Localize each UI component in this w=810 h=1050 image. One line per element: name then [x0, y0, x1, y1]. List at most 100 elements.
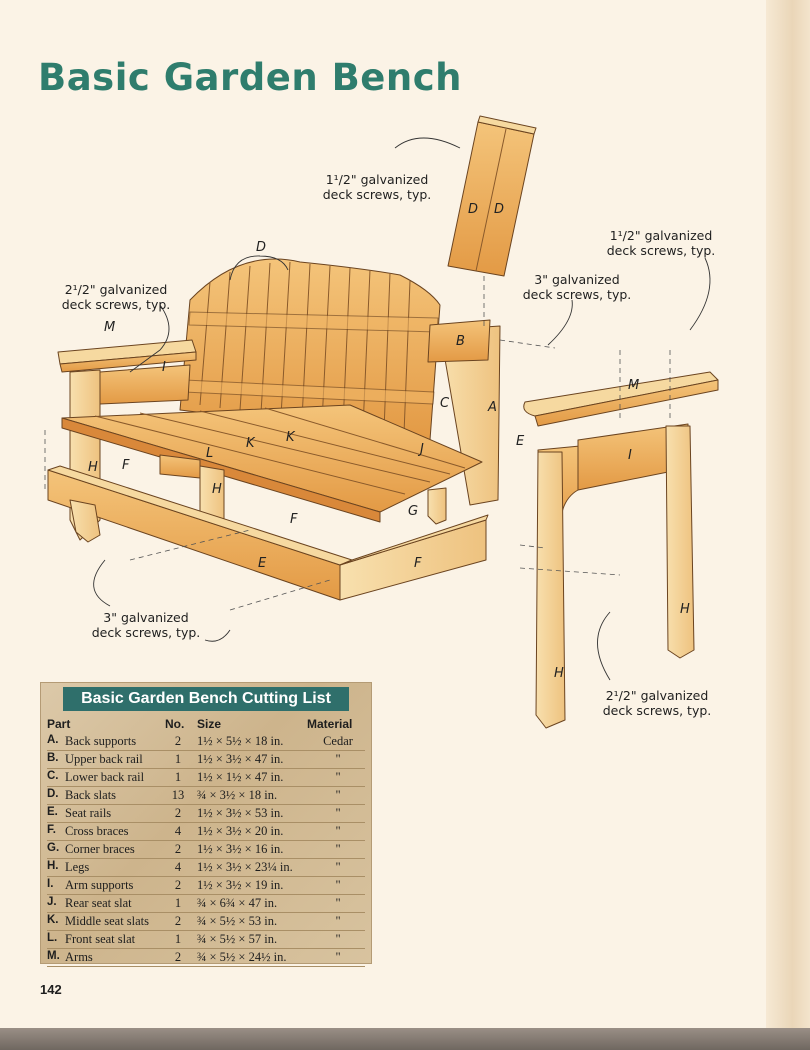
part-name: Back slats	[65, 788, 117, 802]
part-label: K	[246, 436, 255, 451]
part-material: "	[335, 932, 341, 946]
part-label: H	[680, 602, 690, 617]
table-row: A. Back supports 2 1½ × 5½ × 18 in. Cedar	[47, 733, 365, 751]
table-row: J. Rear seat slat 1 ¾ × 6¾ × 47 in. "	[47, 895, 365, 913]
part-label: B	[456, 334, 465, 349]
part-size: 1½ × 3½ × 19 in.	[197, 878, 284, 892]
table-row: E. Seat rails 2 1½ × 3½ × 53 in. "	[47, 805, 365, 823]
part-name: Rear seat slat	[65, 896, 132, 910]
part-size: 1½ × 5½ × 18 in.	[197, 734, 284, 748]
part-size: ¾ × 3½ × 18 in.	[197, 788, 278, 802]
part-size: 1½ × 3½ × 23¼ in.	[197, 860, 293, 874]
part-label: F	[290, 512, 298, 527]
part-size: 1½ × 3½ × 53 in.	[197, 806, 284, 820]
part-quantity: 2	[174, 914, 182, 928]
part-label: M	[628, 378, 640, 393]
part-quantity: 2	[174, 950, 182, 964]
part-material: Cedar	[323, 734, 353, 748]
part-label: L	[206, 446, 214, 461]
part-letter: A.	[47, 734, 59, 746]
part-size: 1½ × 3½ × 16 in.	[197, 842, 284, 856]
back-slat-detail	[447, 115, 537, 277]
part-name: Middle seat slats	[65, 914, 150, 928]
part-label: E	[516, 434, 525, 449]
part-letter: M.	[47, 950, 60, 962]
part-letter: E.	[47, 806, 58, 818]
part-size: 1½ × 3½ × 47 in.	[197, 752, 284, 766]
cutting-list-title: Basic Garden Bench Cutting List	[63, 687, 349, 711]
part-letter: F.	[47, 824, 56, 836]
part-name: Back supports	[65, 734, 137, 748]
part-quantity: 2	[174, 806, 182, 820]
part-quantity: 1	[174, 896, 182, 910]
header-part: Part	[47, 717, 71, 731]
part-quantity: 2	[174, 842, 182, 856]
part-quantity: 4	[174, 824, 182, 838]
part-name: Seat rails	[65, 806, 112, 820]
part-label: F	[122, 458, 130, 473]
header-no: No.	[165, 717, 185, 731]
part-quantity: 2	[174, 734, 182, 748]
part-name: Lower back rail	[65, 770, 145, 784]
part-material: "	[335, 788, 341, 802]
part-name: Corner braces	[65, 842, 135, 856]
part-name: Cross braces	[65, 824, 129, 838]
part-size: ¾ × 5½ × 53 in.	[197, 914, 278, 928]
part-size: ¾ × 5½ × 24½ in.	[197, 950, 287, 964]
right-arm-assembly	[523, 371, 719, 729]
part-label: A	[488, 400, 497, 415]
part-size: ¾ × 5½ × 57 in.	[197, 932, 278, 946]
part-material: "	[335, 806, 341, 820]
part-letter: J.	[47, 896, 57, 908]
part-label: H	[88, 460, 98, 475]
part-letter: L.	[47, 932, 58, 944]
part-label: E	[258, 556, 267, 571]
part-name: Arm supports	[65, 878, 134, 892]
part-material: "	[335, 824, 341, 838]
page-gutter-edge	[766, 0, 810, 1050]
part-material: "	[335, 770, 341, 784]
part-size: 1½ × 1½ × 47 in.	[197, 770, 284, 784]
part-material: "	[335, 752, 341, 766]
part-material: "	[335, 878, 341, 892]
part-name: Front seat slat	[65, 932, 136, 946]
part-name: Legs	[65, 860, 90, 874]
part-label: G	[408, 504, 419, 519]
part-quantity: 13	[171, 788, 185, 802]
part-size: ¾ × 6¾ × 47 in.	[197, 896, 278, 910]
part-label: H	[212, 482, 222, 497]
part-label: J	[420, 442, 424, 457]
page-number: 142	[40, 982, 62, 997]
part-label: I	[628, 448, 632, 463]
bench-back	[179, 258, 441, 441]
seat-rail-front	[47, 465, 489, 601]
part-letter: D.	[47, 788, 59, 800]
part-letter: H.	[47, 860, 59, 872]
part-label: H	[554, 666, 564, 681]
page-title: Basic Garden Bench	[38, 56, 462, 99]
part-label: D	[256, 240, 267, 255]
part-quantity: 1	[174, 752, 182, 766]
part-letter: B.	[47, 752, 59, 764]
part-label: D	[468, 202, 479, 217]
part-label: F	[414, 556, 422, 571]
part-label: K	[286, 430, 295, 445]
part-letter: G.	[47, 842, 60, 854]
part-material: "	[335, 914, 341, 928]
part-label: I	[162, 360, 166, 375]
back-support-and-rail	[427, 319, 501, 506]
part-material: "	[335, 896, 341, 910]
part-quantity: 4	[174, 860, 182, 874]
scan-bottom-border	[0, 1028, 810, 1050]
